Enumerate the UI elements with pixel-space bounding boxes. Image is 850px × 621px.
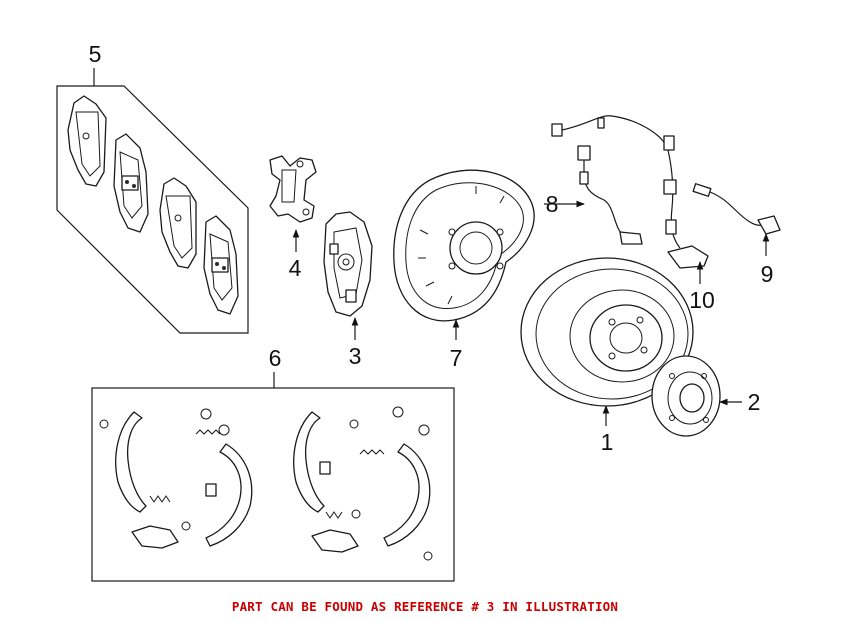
brake-pad: [159, 177, 197, 269]
wheel-hub: [651, 355, 742, 437]
callout-10: 10: [689, 287, 715, 313]
callout-4: 4: [289, 255, 302, 281]
reference-note: PART CAN BE FOUND AS REFERENCE # 3 IN IL…: [231, 599, 619, 614]
brake-pad: [67, 95, 107, 187]
callout-1: 1: [601, 429, 614, 455]
brake-dust-shield: [393, 169, 535, 340]
callout-3: 3: [349, 343, 362, 369]
callout-7: 7: [450, 345, 463, 371]
callout-6: 6: [269, 345, 282, 371]
brake-pad-set-group: [56, 68, 249, 334]
callout-9: 9: [761, 261, 774, 287]
shoe-set-outline: [91, 387, 455, 582]
callout-5: 5: [89, 41, 102, 67]
brake-rotor: [520, 257, 694, 426]
parking-brake-shoe-set: [91, 372, 455, 582]
brake-wear-sensor: [692, 183, 781, 256]
pad-set-outline: [56, 85, 249, 334]
abs-sensor-harness: [544, 115, 669, 245]
brake-caliper: [323, 211, 373, 340]
abs-sensor-rear: [663, 135, 709, 284]
caliper-bracket: [269, 155, 317, 252]
callout-8: 8: [546, 191, 559, 217]
brake-pad-with-clip: [113, 133, 149, 233]
callout-2: 2: [748, 389, 761, 415]
brake-pad-with-clip: [203, 215, 239, 315]
